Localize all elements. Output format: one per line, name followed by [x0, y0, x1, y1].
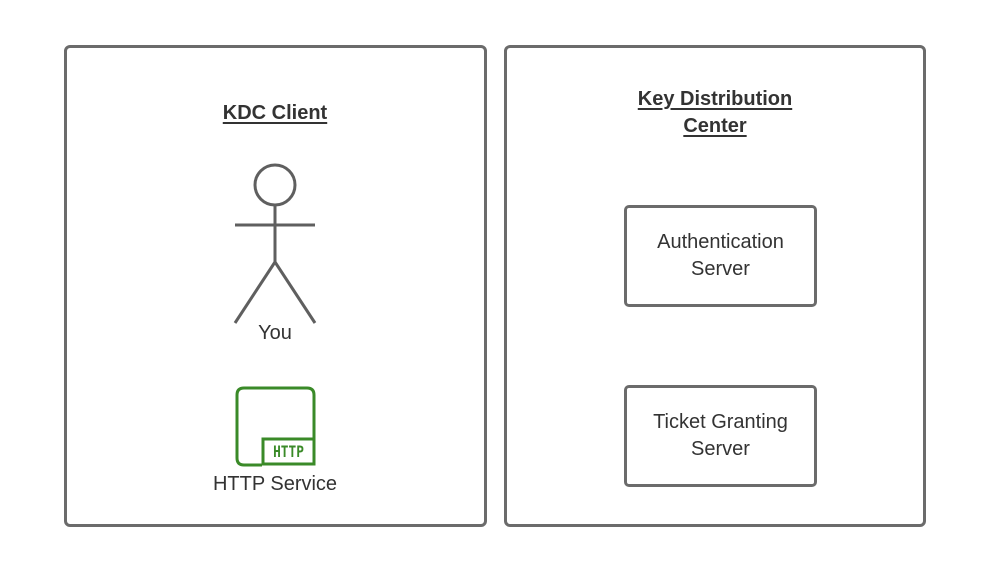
http-service-icon	[235, 386, 316, 467]
kdc-client-title: KDC Client	[222, 102, 328, 124]
http-service-label: HTTP Service	[212, 473, 338, 495]
key-distribution-center-panel	[504, 45, 926, 527]
auth-server-line1: Authentication	[657, 231, 784, 253]
kdc-title-line1: Key Distribution	[637, 88, 793, 110]
user-actor-icon	[233, 163, 317, 324]
actor-label: You	[258, 322, 292, 344]
kdc-client-panel	[64, 45, 487, 527]
kdc-title: Key Distribution Center	[585, 86, 845, 140]
tgs-line1: Ticket Granting	[653, 411, 788, 433]
tgs-line2: Server	[691, 438, 750, 460]
kdc-title-line2: Center	[683, 115, 747, 137]
auth-server-line2: Server	[691, 258, 750, 280]
http-icon-text: HTTP	[273, 442, 304, 461]
